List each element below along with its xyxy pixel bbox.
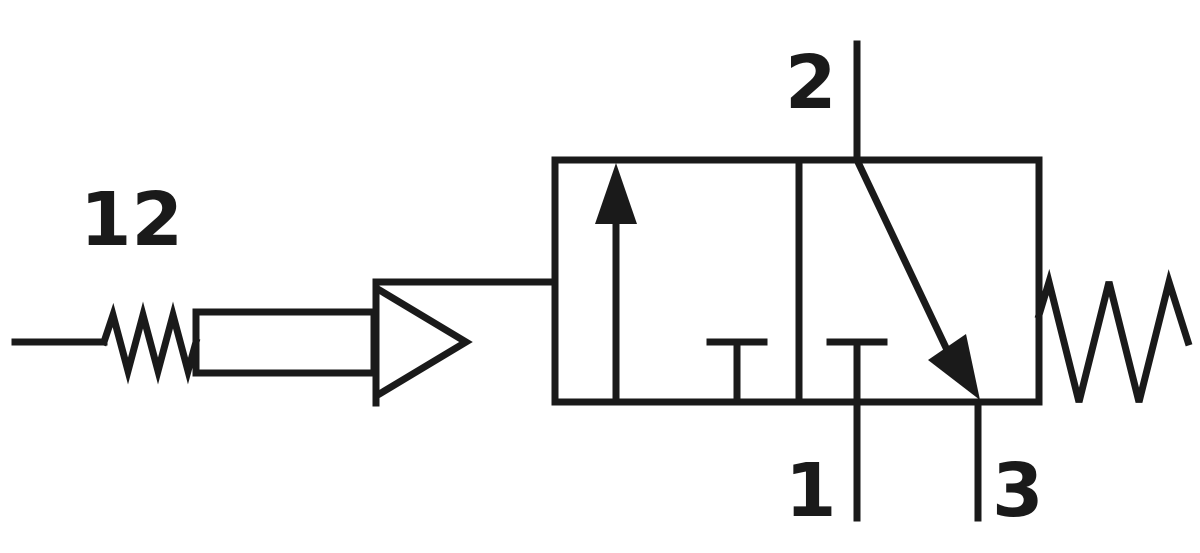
pilot-actuator [372, 278, 556, 407]
exhaust-port-label: 3 [992, 448, 1044, 534]
restrictor-zigzag [99, 301, 201, 385]
left-blocked-port [706, 338, 768, 406]
outlet-port-label: 2 [785, 40, 837, 126]
pilot-triangle [372, 281, 473, 403]
pilot-port-label: 12 [80, 177, 183, 263]
right-blocked-port [826, 338, 888, 406]
supply-port-label: 1 [785, 448, 837, 534]
pilot-piston [192, 308, 378, 377]
return-spring [1034, 268, 1193, 403]
left-arrowhead [595, 163, 637, 224]
right-flow-line [852, 155, 953, 357]
right-arrowhead [928, 334, 980, 400]
pilot-line [11, 301, 201, 385]
